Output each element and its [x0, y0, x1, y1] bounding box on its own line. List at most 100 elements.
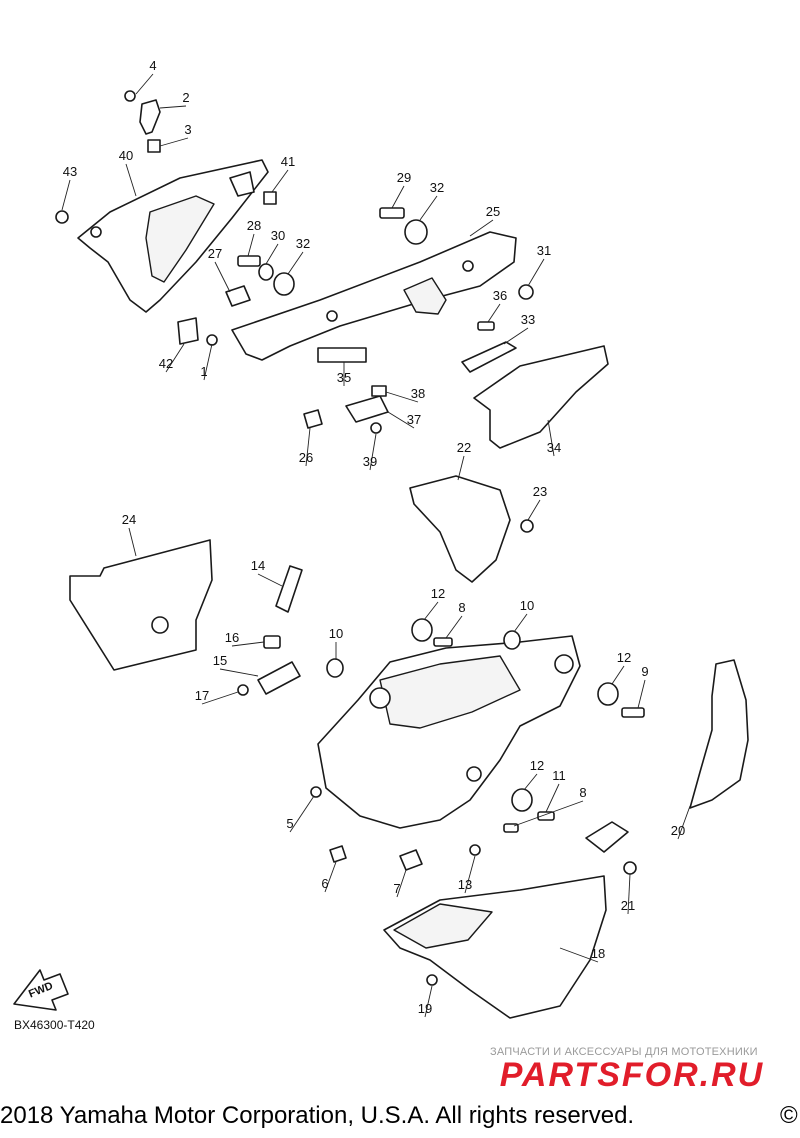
callout-32b: 32: [430, 180, 444, 195]
collar-10b: [503, 630, 521, 650]
bracket-21: [585, 821, 629, 853]
nut-7: [399, 849, 423, 871]
leader-line-34: [547, 419, 555, 457]
strip-35: [317, 347, 367, 363]
fwd-arrow-icon: FWD: [13, 969, 69, 1011]
callout-25: 25: [486, 204, 500, 219]
leader-line-16: [231, 641, 265, 647]
screw-13: [469, 844, 481, 856]
collar-10a: [326, 658, 344, 678]
frame-plate: [379, 655, 521, 729]
screw-21: [623, 861, 637, 875]
callout-29: 29: [397, 170, 411, 185]
leader-line-23: [527, 499, 541, 521]
callout-14: 14: [251, 558, 265, 573]
cover-22: [409, 475, 511, 583]
leader-line-42: [165, 343, 185, 373]
watermark-brand: PARTSFOR.RU: [500, 1056, 764, 1094]
leader-line-17: [201, 691, 239, 705]
bolt-29: [379, 207, 405, 219]
callout-6: 6: [321, 876, 328, 891]
leader-line-3: [159, 137, 189, 147]
callout-16: 16: [225, 630, 239, 645]
leader-line-12c: [523, 773, 538, 791]
leader-line-15: [219, 668, 259, 677]
leader-line-4: [135, 73, 154, 95]
leader-line-39: [369, 433, 377, 471]
leader-line-26: [305, 427, 311, 467]
watermark-tagline: ЗАПЧАСТИ И АКСЕССУАРЫ ДЛЯ МОТОТЕХНИКИ: [490, 1046, 758, 1058]
callout-22: 22: [457, 440, 471, 455]
bracket-15: [257, 661, 301, 695]
leader-line-25: [469, 219, 494, 237]
panel-hole: [151, 616, 169, 634]
cover-18-trim: [393, 903, 493, 949]
callout-7: 7: [393, 881, 400, 896]
bolt-9: [621, 707, 645, 718]
leader-line-1: [203, 343, 213, 381]
grommet-32b: [404, 219, 428, 245]
nut-26: [303, 409, 323, 429]
callout-33: 33: [521, 312, 535, 327]
callout-15: 15: [213, 653, 227, 668]
leader-line-18: [559, 947, 599, 963]
side-cover-34: [473, 345, 609, 449]
clip-3: [147, 139, 161, 153]
leader-line-32a: [287, 251, 304, 275]
nut-23: [520, 519, 534, 533]
nut-41: [263, 191, 277, 205]
screw-1: [206, 334, 218, 346]
callout-43: 43: [63, 164, 77, 179]
collar-30: [258, 263, 274, 281]
screw-17: [237, 684, 249, 696]
leader-line-33: [503, 327, 529, 345]
callout-9: 9: [641, 664, 648, 679]
screw-43: [55, 210, 69, 224]
grommet-12c: [511, 788, 533, 812]
leader-line-14: [257, 573, 283, 587]
callout-1: 1: [200, 364, 207, 379]
side-cover-inner: [145, 195, 215, 283]
diagram-code: BX46300-T420: [14, 1018, 95, 1032]
leader-line-32b: [419, 195, 438, 221]
screw-19: [426, 974, 438, 986]
bracket-2: [139, 99, 161, 135]
leader-line-31: [527, 258, 545, 287]
nut-31: [518, 284, 534, 300]
callout-12b: 12: [617, 650, 631, 665]
frame-hole: [326, 310, 338, 322]
callout-36: 36: [493, 288, 507, 303]
leader-line-8b: [513, 800, 584, 827]
watermark-logo: PARTSFOR.RU: [500, 1056, 764, 1094]
callout-39: 39: [363, 454, 377, 469]
bolt-36: [477, 321, 495, 331]
callout-27: 27: [208, 246, 222, 261]
callout-3: 3: [184, 122, 191, 137]
pad-42: [177, 317, 199, 345]
grommet-12a: [411, 618, 433, 642]
screw-4: [124, 90, 136, 102]
copyright-text: 2018 Yamaha Motor Corporation, U.S.A. Al…: [0, 1102, 635, 1129]
callout-37: 37: [407, 412, 421, 427]
leader-lines: [61, 73, 691, 1018]
leader-line-13: [464, 855, 476, 894]
leader-line-24: [128, 527, 137, 557]
callout-40: 40: [119, 148, 133, 163]
leader-line-19: [424, 985, 433, 1018]
leader-line-30: [265, 243, 279, 265]
callout-32a: 32: [296, 236, 310, 251]
callout-26: 26: [299, 450, 313, 465]
leader-line-12b: [611, 665, 625, 685]
callout-19: 19: [418, 1001, 432, 1016]
callout-34: 34: [547, 440, 561, 455]
leader-line-20: [677, 805, 691, 840]
panel-24: [69, 539, 213, 671]
leader-line-43: [61, 179, 71, 211]
leader-line-12a: [423, 601, 439, 621]
callout-8a: 8: [458, 600, 465, 615]
clip-33: [461, 341, 517, 373]
leader-line-9: [637, 679, 646, 709]
callout-28: 28: [247, 218, 261, 233]
